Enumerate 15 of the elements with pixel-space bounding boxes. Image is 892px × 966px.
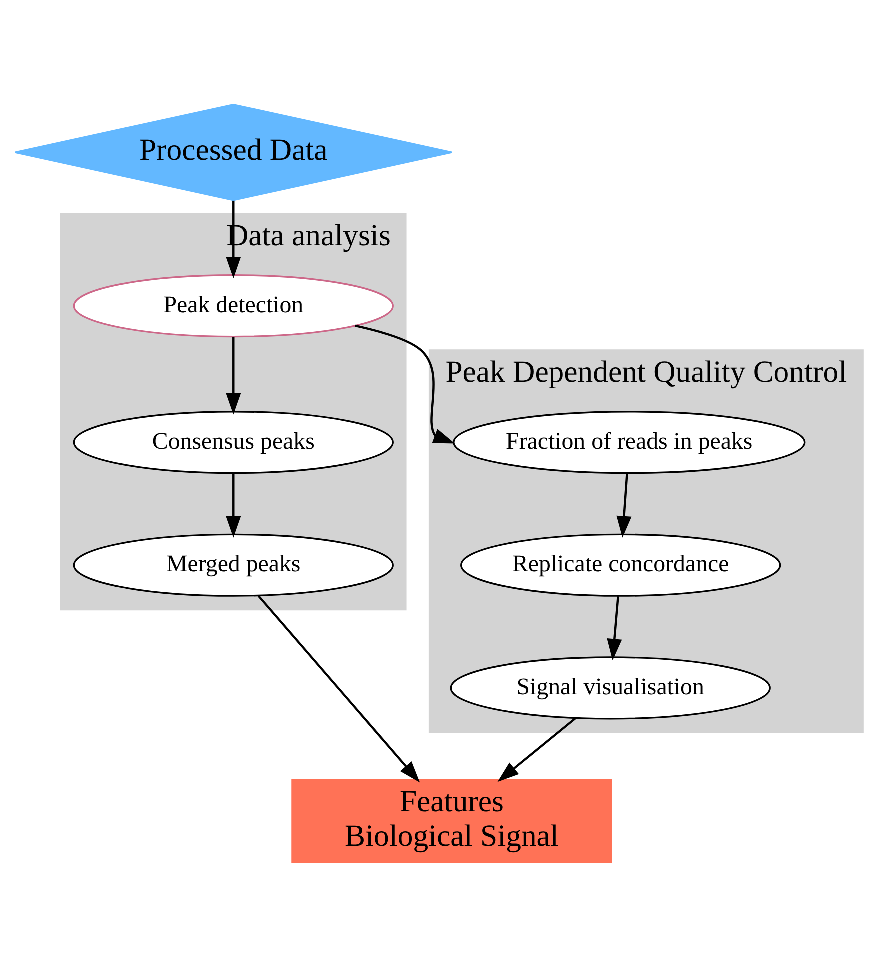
node-diamond: Processed Data (14, 103, 453, 201)
node-ellipse: Fraction of reads in peaks (453, 410, 806, 474)
arrow (258, 594, 420, 782)
node-ellipse: Peak detection (73, 274, 394, 338)
arrow (607, 596, 622, 660)
node-ellipse: Signal visualisation (450, 656, 771, 720)
arrow (355, 324, 456, 444)
arrow (616, 473, 632, 538)
arrow (226, 336, 242, 414)
arrow (498, 717, 576, 782)
node-box: Features Biological Signal (292, 778, 612, 863)
arrow (226, 473, 242, 538)
node-ellipse: Replicate concordance (460, 533, 782, 596)
node-ellipse: Consensus peaks (73, 410, 394, 474)
node-ellipse: Merged peaks (73, 533, 394, 596)
